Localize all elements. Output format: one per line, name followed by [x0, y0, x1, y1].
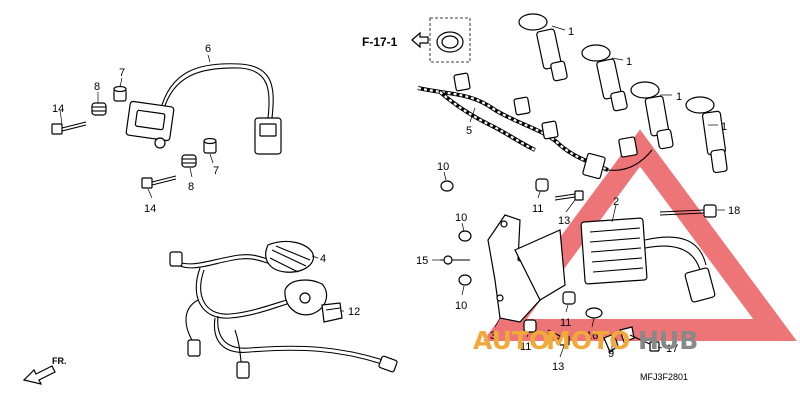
callout-1b: 1	[626, 56, 632, 68]
grommet-11-c	[523, 319, 537, 333]
callout-5: 5	[466, 125, 472, 137]
callout-7-bottom: 7	[213, 165, 219, 177]
callout-8-bottom: 8	[188, 181, 194, 193]
grommet-11-a	[535, 178, 549, 192]
callout-1d: 1	[721, 121, 727, 133]
collar-7-top	[113, 85, 127, 102]
callout-17: 17	[666, 343, 678, 355]
grommet-8-top	[91, 102, 107, 116]
watermark-text: AUTO MOTO HUB	[473, 326, 698, 355]
collar-7-bottom	[203, 137, 217, 154]
callout-18: 18	[728, 205, 740, 217]
band-clamp	[436, 31, 464, 53]
terminal-9	[603, 326, 635, 353]
bracket-3	[487, 214, 566, 323]
sensor-assembly	[125, 63, 282, 155]
watermark-text-auto: AUTO	[473, 326, 550, 355]
bolt-15	[440, 255, 470, 265]
nut-10-c	[458, 274, 472, 286]
callout-6: 6	[205, 43, 211, 55]
clip-12	[321, 302, 343, 323]
watermark-triangle	[483, 129, 797, 341]
diagram-code: MFJ3F2801	[640, 372, 688, 382]
ignition-coil-1a	[518, 13, 568, 82]
callout-13-a: 13	[558, 215, 570, 227]
callout-2: 2	[613, 196, 619, 208]
callout-11-c: 11	[520, 341, 531, 353]
sub-harness	[169, 240, 398, 379]
bolt-14-bottom	[141, 175, 177, 189]
ignition-coil-1c	[630, 81, 674, 150]
bolt-18	[659, 204, 717, 218]
callout-10-c: 10	[455, 300, 467, 312]
grommet-8-bottom	[181, 154, 197, 168]
reference-label: F-17-1	[362, 35, 398, 49]
reference-arrow	[411, 31, 429, 49]
callout-9: 9	[608, 348, 614, 360]
callout-10-a: 10	[437, 161, 449, 173]
grommet-11-b	[562, 291, 576, 305]
callout-15: 15	[416, 255, 428, 267]
leader-lines	[59, 25, 725, 358]
callout-14-bottom: 14	[144, 203, 156, 215]
callout-12: 12	[348, 306, 360, 318]
callout-16: 16	[586, 330, 598, 342]
bolt-17	[629, 334, 660, 352]
bolt-13-b	[547, 329, 570, 346]
callout-13-b: 13	[552, 361, 564, 373]
washer-16	[585, 307, 603, 319]
front-label: FR.	[52, 356, 67, 366]
callout-8-top: 8	[94, 81, 100, 93]
callout-1c: 1	[676, 91, 682, 103]
callout-14-top: 14	[52, 103, 64, 115]
watermark-text-hub: HUB	[638, 326, 698, 355]
regulator-2	[580, 217, 716, 303]
callout-10-b: 10	[455, 212, 467, 224]
callout-11-a: 11	[532, 203, 543, 215]
callout-11-b: 11	[560, 317, 571, 329]
callout-7-top: 7	[119, 67, 125, 79]
bolt-14-top	[51, 121, 87, 135]
band-inset-box	[429, 17, 471, 63]
watermark-text-moto: MOTO	[546, 326, 630, 355]
callout-4: 4	[320, 253, 326, 265]
bolt-13-a	[554, 190, 584, 201]
callout-3: 3	[490, 330, 496, 342]
nut-10-b	[458, 230, 472, 242]
ignition-coil-1d	[685, 96, 728, 174]
callout-labels: 1 1 1 1 2 3 4 5 6 7 7 8 8 9 10 10 10 11 …	[52, 26, 740, 382]
nut-10-a	[440, 180, 454, 192]
callout-1a: 1	[568, 26, 574, 38]
front-arrow	[22, 365, 56, 385]
main-harness	[417, 72, 653, 180]
ignition-coil-1b	[581, 44, 628, 112]
